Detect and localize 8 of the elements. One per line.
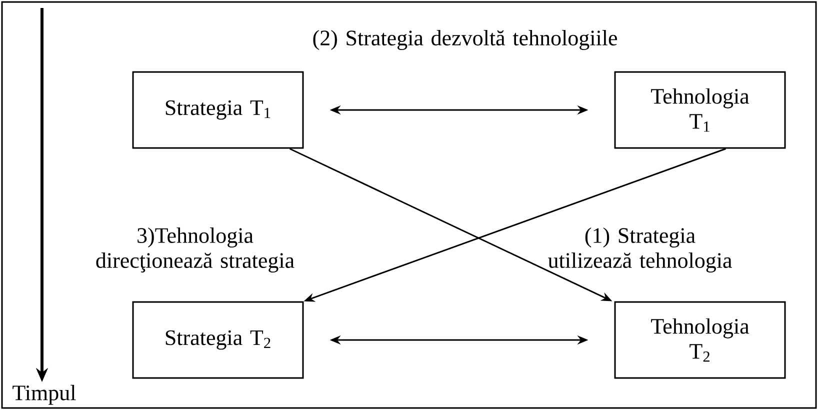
process-box: Strategia T$_{2}$ xyxy=(132,301,304,379)
edge-label: 3)Tehnologia direcţionează strategia xyxy=(96,228,294,272)
edge-label: (1) Strategia utilizează tehnologia xyxy=(548,228,732,272)
edge-label: (2) Strategia dezvoltă tehnologiile xyxy=(313,30,617,50)
axis-label: Timpul xyxy=(12,384,76,405)
process-box: Tehnologia T$_{2}$ xyxy=(614,301,786,379)
process-box: Tehnologia T$_{1}$ xyxy=(614,71,786,149)
process-box: Strategia T$_{1}$ xyxy=(132,71,304,149)
